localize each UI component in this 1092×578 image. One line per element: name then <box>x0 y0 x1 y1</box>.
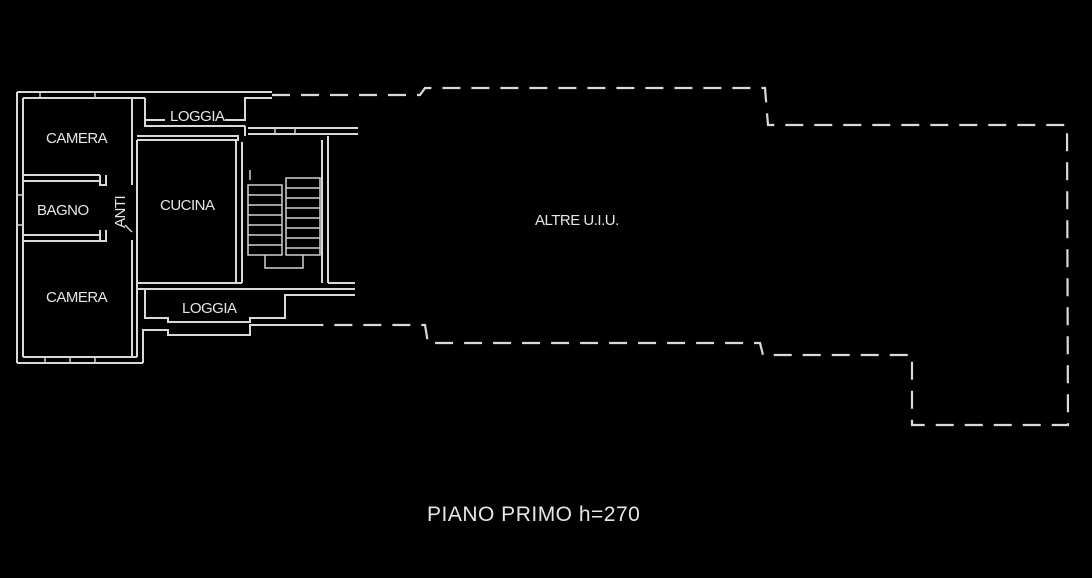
other-units-outline <box>272 86 1070 427</box>
room-label-camera-top: CAMERA <box>46 130 108 147</box>
plan-title: PIANO PRIMO h=270 <box>427 503 640 526</box>
room-label-anti: ANTI <box>112 196 129 228</box>
area-label-altre-uiu: ALTRE U.I.U. <box>535 212 619 229</box>
room-label-camera-bottom: CAMERA <box>46 289 108 306</box>
room-label-loggia-top: LOGGIA <box>170 108 225 125</box>
room-label-loggia-bottom: LOGGIA <box>182 300 237 317</box>
room-label-cucina: CUCINA <box>160 197 215 214</box>
room-label-bagno: BAGNO <box>37 202 89 219</box>
apartment-walls <box>16 91 358 364</box>
staircase <box>247 170 321 269</box>
